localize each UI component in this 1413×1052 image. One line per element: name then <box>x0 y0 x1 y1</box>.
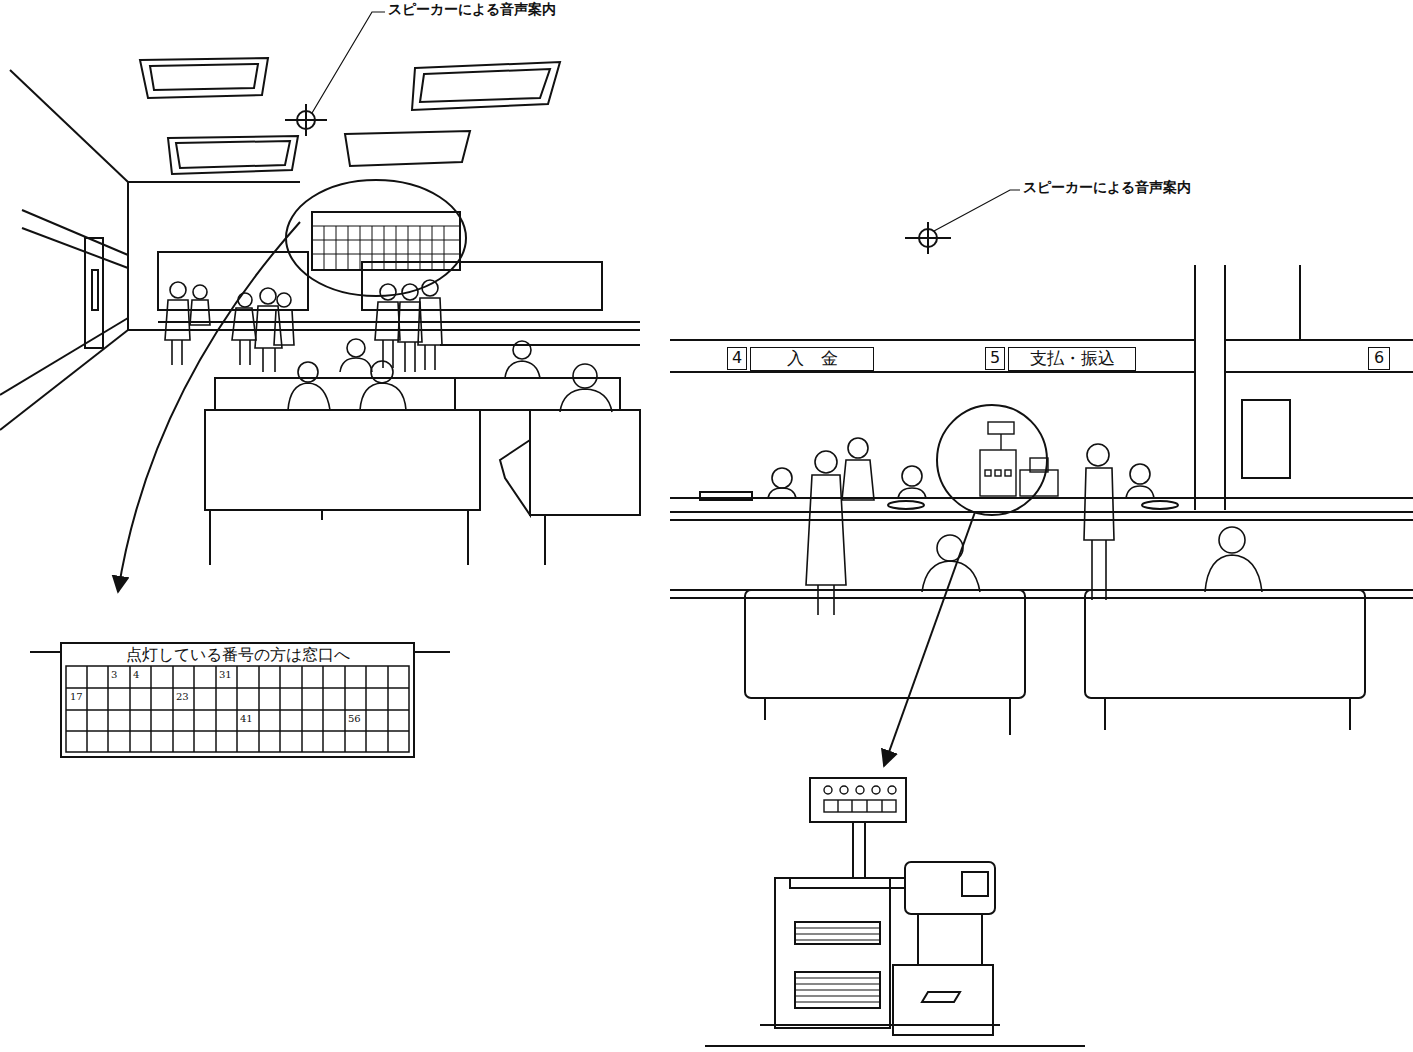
sign-text: 5 <box>990 349 1000 367</box>
callout-label: スピーカーによる音声案内 <box>1023 180 1191 195</box>
lit-number: 41 <box>239 713 254 724</box>
display-board: 点灯している番号の方は窓口へ <box>60 642 415 758</box>
lit-number: 3 <box>110 669 118 680</box>
sign-text: 4 <box>732 349 742 367</box>
counter-sign: 支払・振込 <box>1008 347 1136 371</box>
counter-number: 5 <box>985 347 1005 370</box>
counter-sign: 入 金 <box>750 347 874 371</box>
sign-text: 入 金 <box>787 349 838 369</box>
counter-number: 6 <box>1368 347 1390 370</box>
sign-text: 6 <box>1374 349 1384 367</box>
lit-number: 17 <box>69 691 84 702</box>
lit-number: 4 <box>132 669 140 680</box>
lit-number: 56 <box>347 713 362 724</box>
board-heading: 点灯している番号の方は窓口へ <box>126 646 350 664</box>
sign-text: 支払・振込 <box>1030 349 1115 369</box>
callout-label: スピーカーによる音声案内 <box>388 2 556 17</box>
counter-number: 4 <box>727 347 747 370</box>
lit-number: 31 <box>218 669 233 680</box>
lit-number: 23 <box>175 691 190 702</box>
